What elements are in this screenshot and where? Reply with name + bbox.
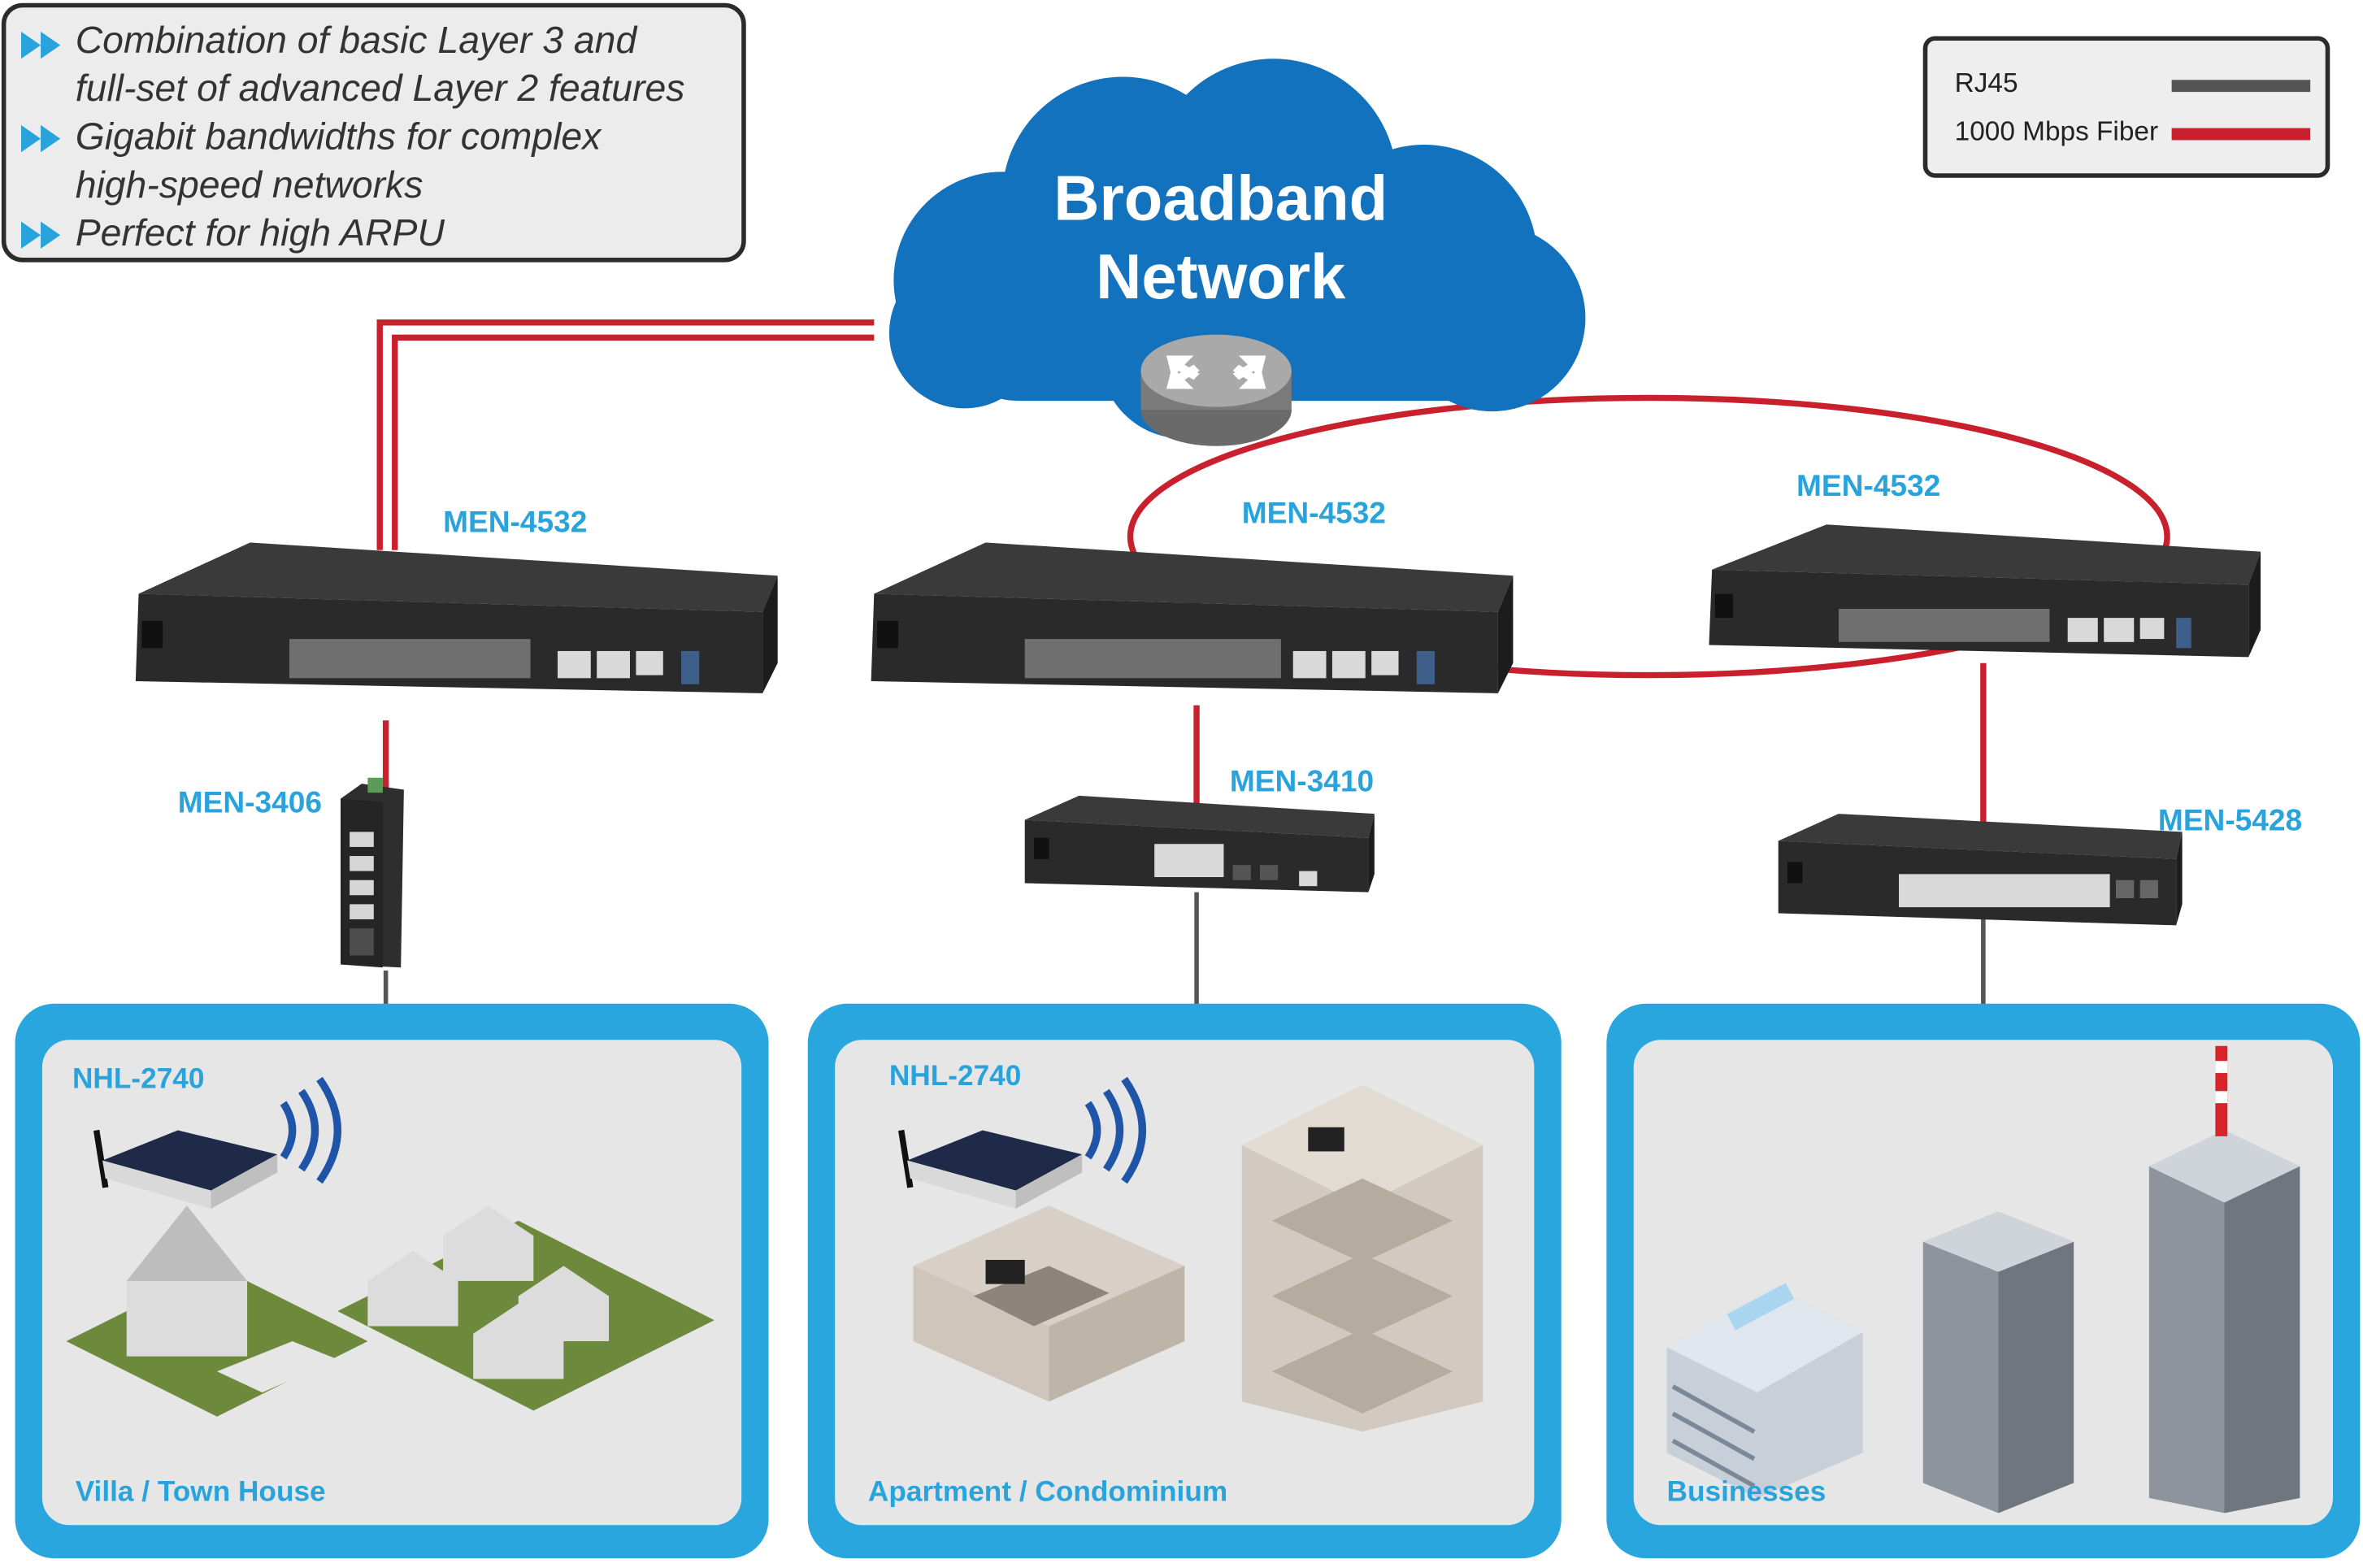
- feature-line-5: Perfect for high ARPU: [75, 212, 445, 255]
- cloud-title-line-2: Network: [1096, 241, 1346, 312]
- panel-businesses: Businesses: [1606, 1003, 2361, 1559]
- feature-box: Combination of basic Layer 3 and full-se…: [1, 2, 746, 263]
- wireless-router-icon: [93, 1076, 341, 1209]
- panel-businesses-inner: Businesses: [1633, 1040, 2333, 1526]
- label-men4532-right: MEN-4532: [1796, 470, 1941, 504]
- label-nhl2740-apartment: NHL-2740: [888, 1061, 1022, 1093]
- fiber-ring: [1127, 394, 2170, 679]
- label-men3406: MEN-3406: [177, 786, 323, 820]
- feature-line-2: full-set of advanced Layer 2 features: [75, 67, 685, 111]
- access-switch-men3406: [341, 777, 404, 968]
- core-switch-left: [135, 542, 778, 693]
- legend-label-rj45: RJ45: [1954, 67, 2018, 98]
- access-switch-men3410: [1024, 795, 1375, 893]
- feature-line-1: Combination of basic Layer 3 and: [75, 20, 637, 63]
- panel-apartment: NHL-2740: [807, 1003, 1562, 1559]
- fast-forward-icon: [20, 31, 61, 59]
- panel-title-businesses: Businesses: [1666, 1476, 1827, 1509]
- fast-forward-icon: [20, 124, 61, 153]
- label-men4532-left: MEN-4532: [443, 506, 588, 540]
- fiber-link-left-2: [392, 334, 875, 550]
- legend-label-fiber: 1000 Mbps Fiber: [1954, 115, 2159, 146]
- core-switch-right: [1709, 524, 2261, 658]
- feature-line-3: Gigabit bandwidths for complex: [75, 115, 602, 159]
- fiber-link-left: [376, 319, 875, 550]
- core-switch-center: [871, 542, 1514, 693]
- villa-houses-illustration: [66, 1205, 715, 1417]
- cloud-icon: [888, 59, 1586, 439]
- router-icon: [1140, 334, 1292, 446]
- label-men4532-center: MEN-4532: [1241, 497, 1386, 531]
- cloud-title-line-1: Broadband: [1053, 163, 1388, 234]
- legend-line-rj45: [2171, 80, 2311, 93]
- wireless-router-icon: [898, 1076, 1146, 1209]
- feature-line-4: high-speed networks: [75, 164, 424, 206]
- panel-title-apartment: Apartment / Condominium: [867, 1476, 1228, 1509]
- label-nhl2740-villa: NHL-2740: [72, 1063, 205, 1096]
- panel-villa: NHL-2740 Villa / Town: [15, 1003, 769, 1559]
- label-men5428: MEN-5428: [2157, 805, 2303, 838]
- business-buildings-illustration: [1666, 1045, 2300, 1514]
- legend-line-fiber: [2171, 128, 2311, 141]
- panel-apartment-inner: NHL-2740: [835, 1040, 1535, 1526]
- apartment-tower-illustration: [1241, 1084, 1483, 1432]
- label-men3410: MEN-3410: [1229, 765, 1375, 799]
- access-switch-men5428: [1778, 814, 2183, 926]
- panel-title-villa: Villa / Town House: [75, 1476, 326, 1509]
- panel-villa-inner: NHL-2740 Villa / Town: [41, 1040, 742, 1526]
- apartment-room-illustration: [913, 1205, 1185, 1402]
- fast-forward-icon: [20, 221, 61, 249]
- legend: RJ45 1000 Mbps Fiber: [1922, 36, 2330, 178]
